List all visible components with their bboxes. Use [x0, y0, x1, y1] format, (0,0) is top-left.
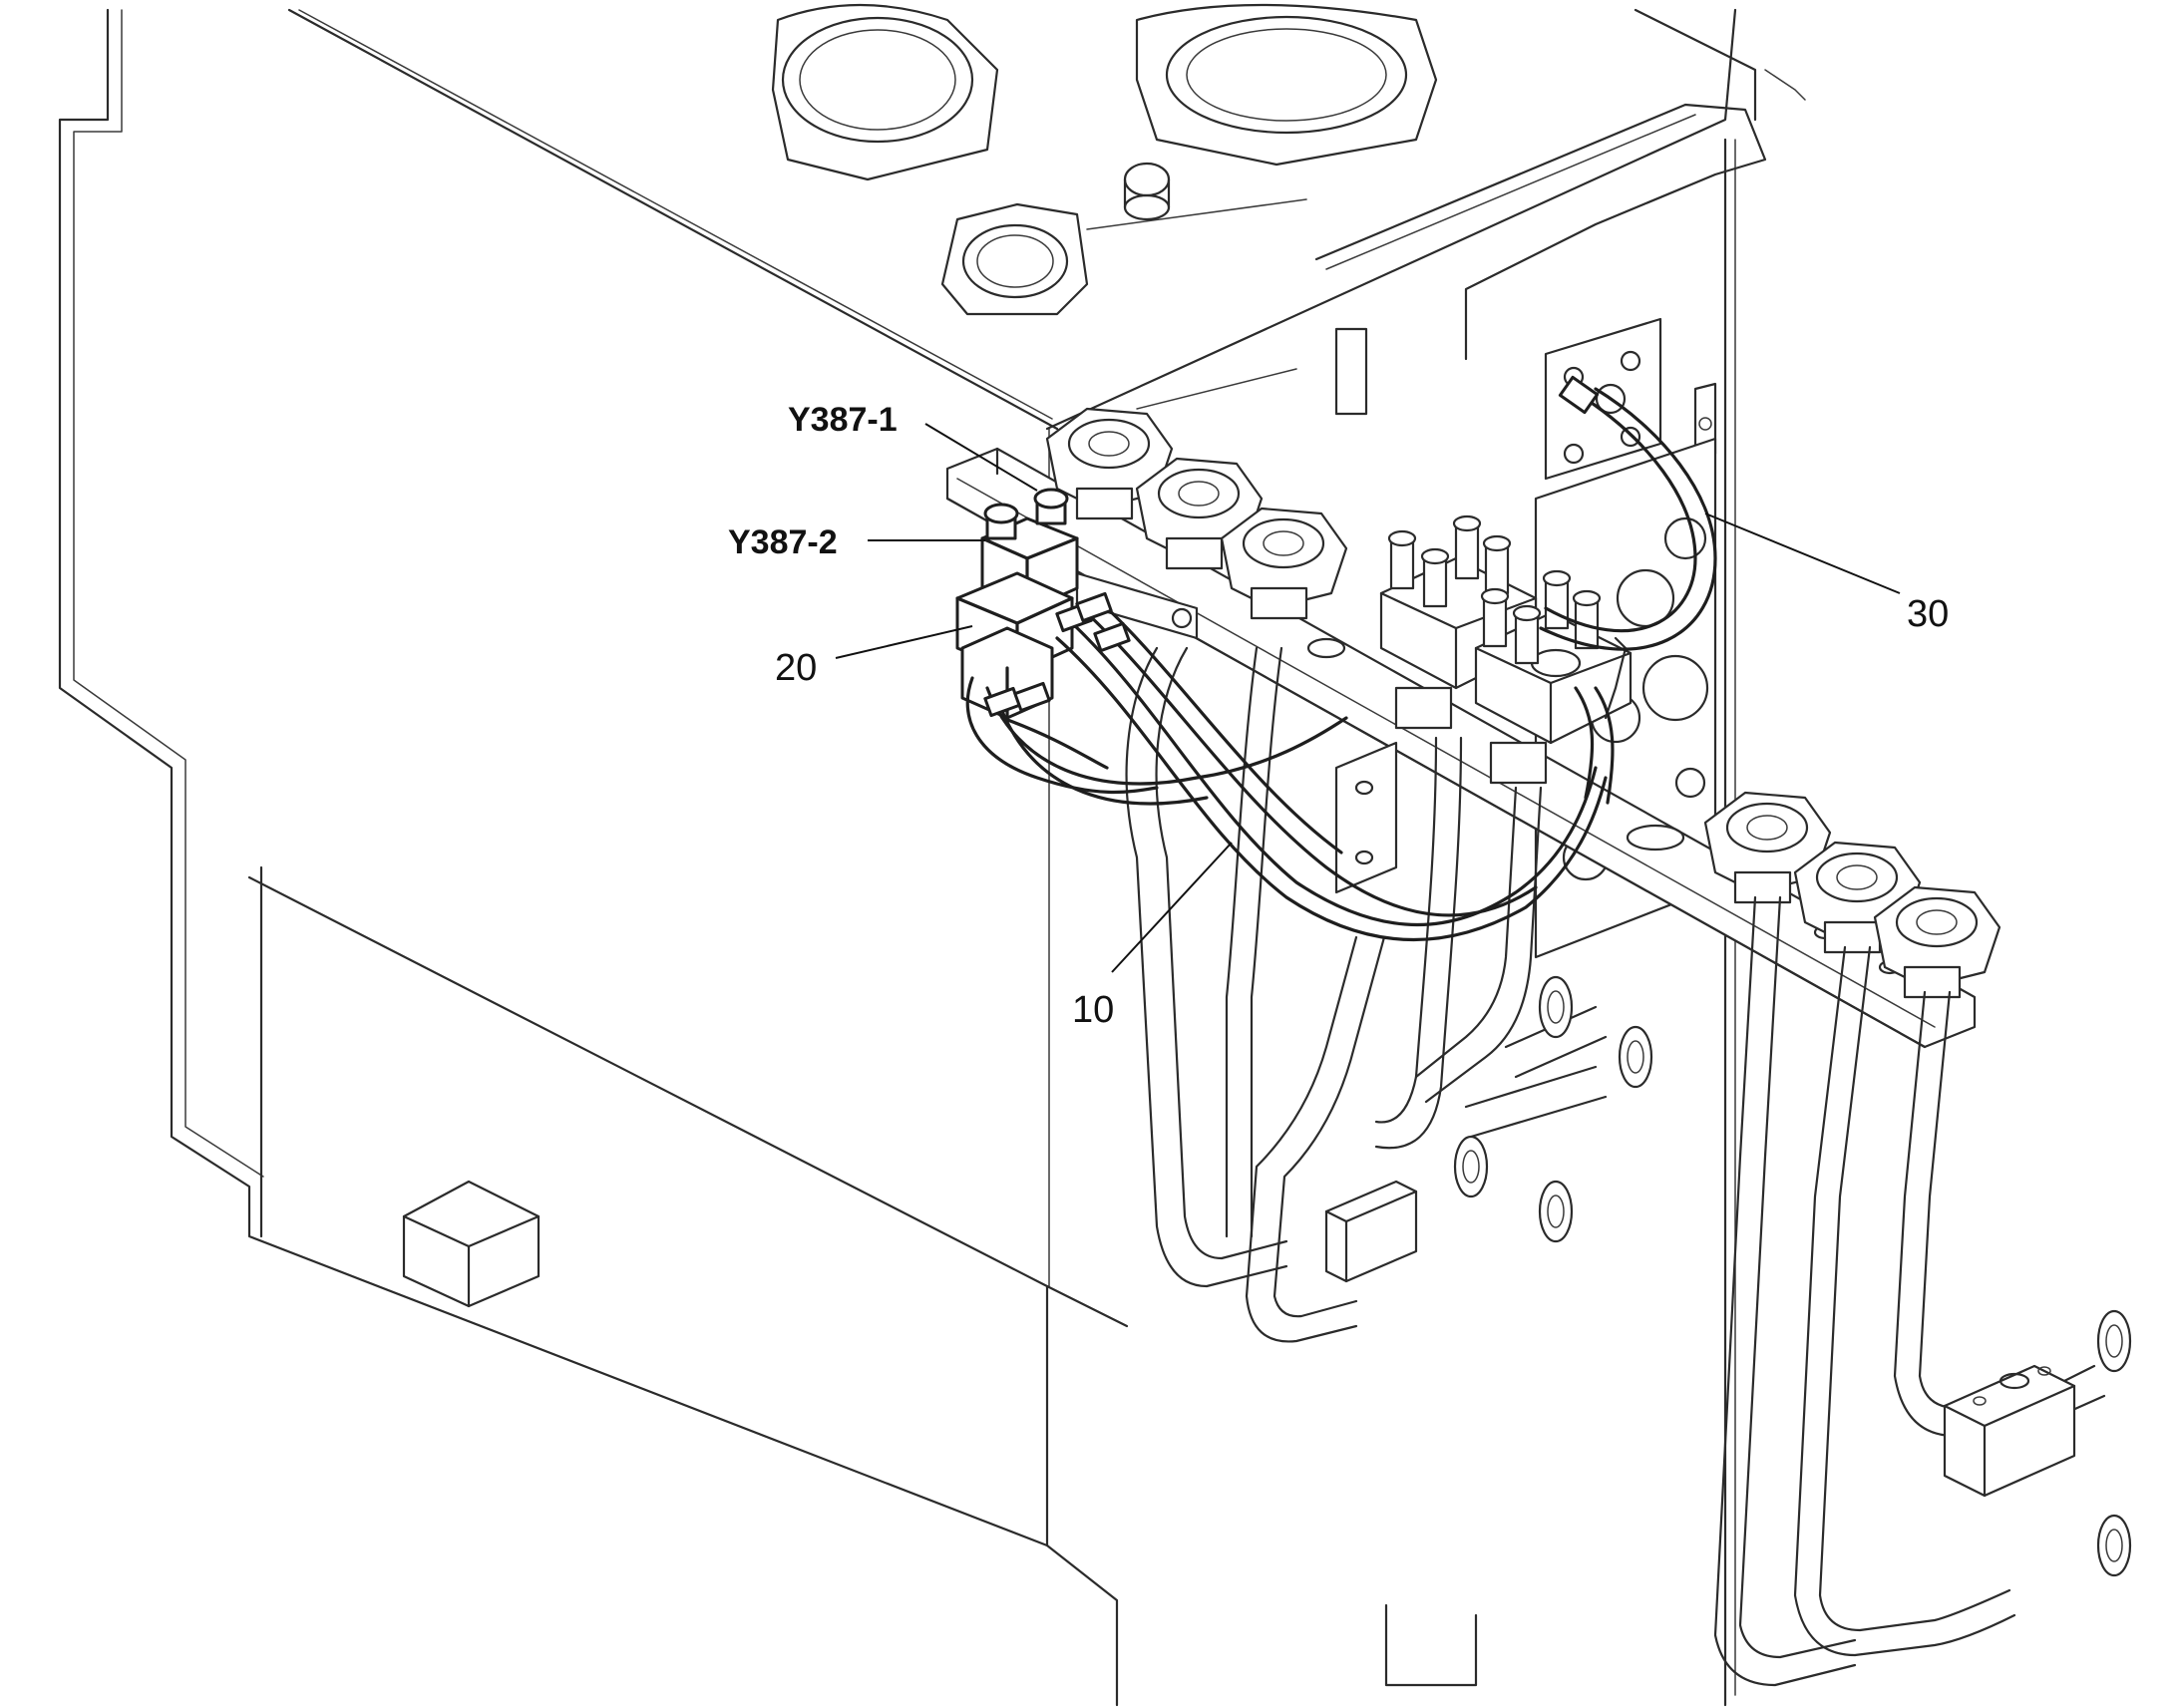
solenoid-coil-y387-2: [983, 503, 1019, 540]
label-y387-2: Y387-2: [728, 523, 838, 561]
label-item-30: 30: [1907, 593, 1949, 635]
leader-item-10: [1111, 842, 1233, 973]
cube-block: [402, 1180, 541, 1308]
label-y387-1: Y387-1: [788, 401, 898, 439]
leader-y387-1: [924, 423, 1038, 492]
pipe-end-fittings: [1453, 975, 2132, 1577]
flange-fitting: [1045, 407, 1174, 520]
pipe-junction-blocks: [1324, 1180, 2076, 1498]
leader-item-20: [835, 625, 973, 659]
label-item-20: 20: [775, 647, 817, 689]
flange-fitting: [1220, 507, 1348, 620]
hose-fittings: [983, 591, 1131, 718]
mounting-bracket: [1075, 571, 1398, 894]
leader-item-30: [1704, 512, 1901, 594]
hydraulic-hoses: [965, 375, 1717, 941]
manifold-flange-fittings: [1045, 407, 2001, 999]
solenoid-valve-assembly: [955, 488, 1079, 720]
top-port-flanges: [771, 3, 1438, 316]
bolted-valve-blocks: [1379, 514, 1633, 785]
flange-fitting: [1703, 791, 1832, 904]
flange-fitting: [1873, 885, 2001, 999]
label-item-10: 10: [1072, 989, 1114, 1031]
hose-end-fitting: [1558, 375, 1600, 415]
solenoid-coil-y387-1: [1033, 488, 1069, 525]
callout-labels: Y387-1 Y387-2 20 30 10: [728, 401, 1949, 1031]
